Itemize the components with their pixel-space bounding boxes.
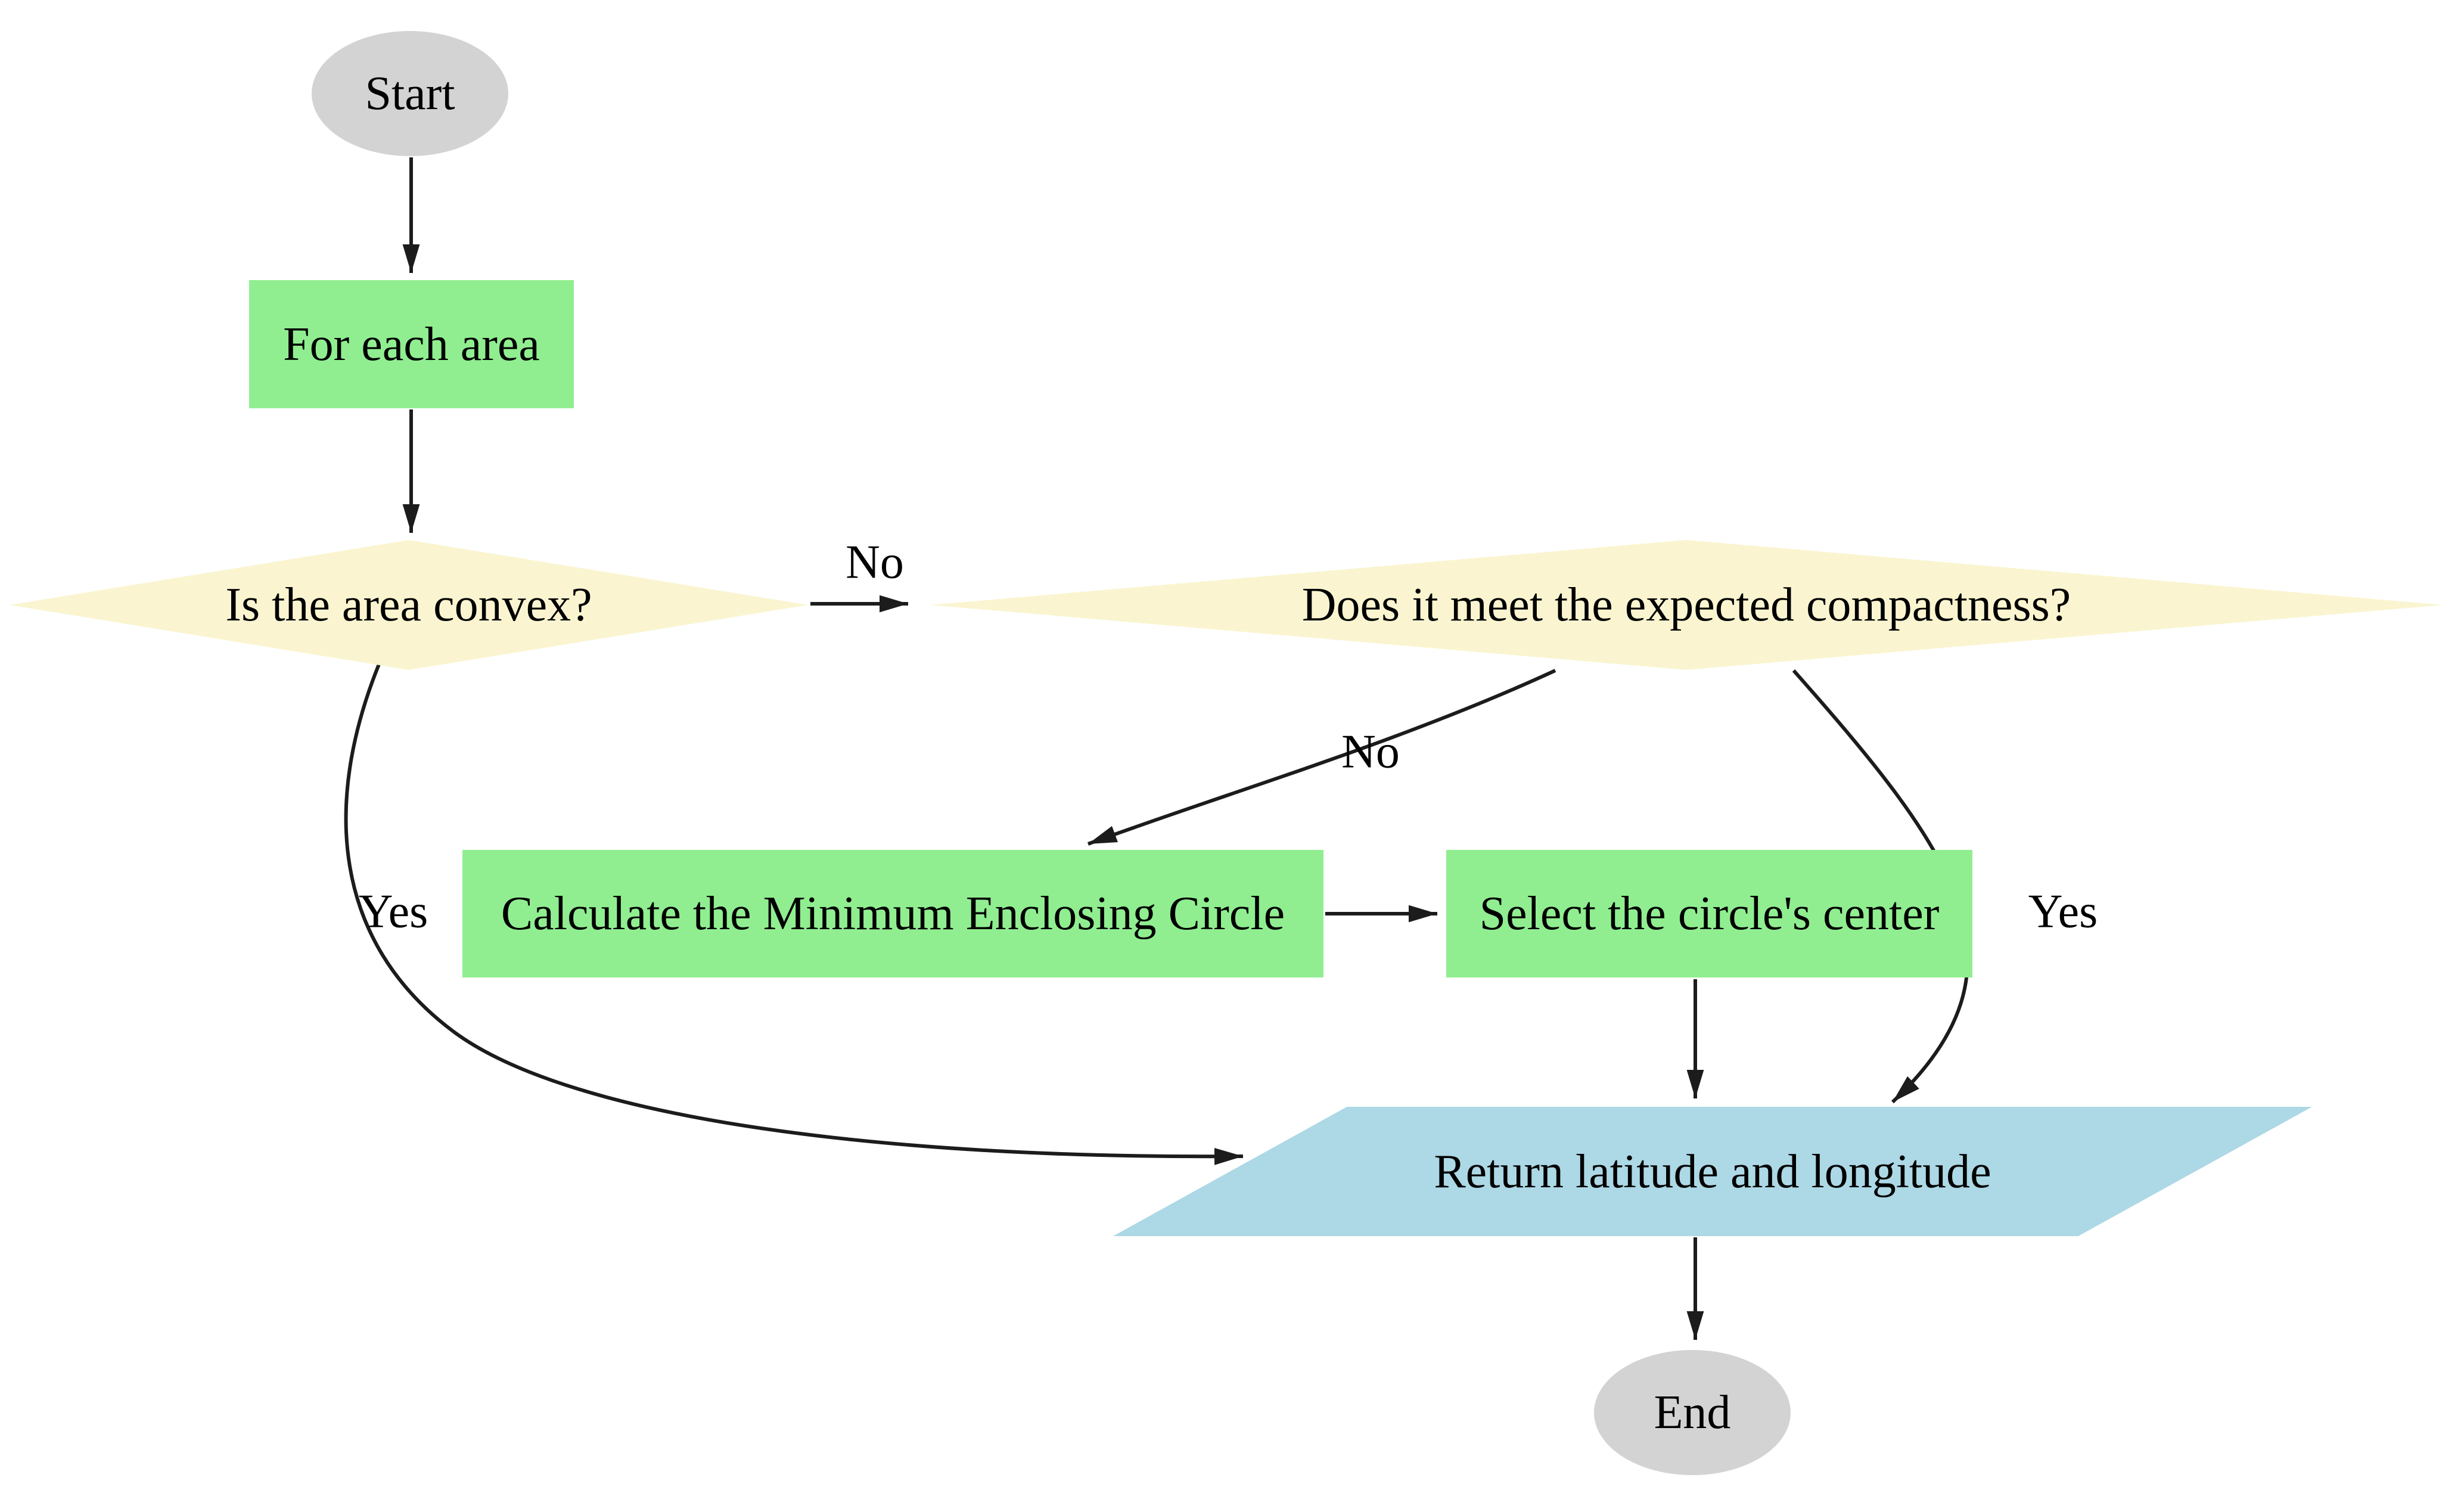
edge-label-convex-no: No — [846, 536, 904, 589]
edge-label-compact-no: No — [1341, 725, 1400, 778]
node-return-latitude-longitude: Return latitude and longitude — [1113, 1107, 2312, 1236]
node-calculate-minimum-enclosing-circle: Calculate the Minimum Enclosing Circle — [462, 850, 1323, 977]
node-for-each-area: For each area — [249, 280, 574, 408]
edge-convex-yes — [344, 662, 1244, 1165]
node-start: Start — [312, 31, 508, 156]
edge-label-convex-yes: Yes — [358, 885, 428, 938]
node-select-circle-center: Select the circle's center — [1446, 850, 1972, 977]
edge-compact-no — [1087, 669, 1556, 846]
edge-label-compact-yes: Yes — [2028, 885, 2098, 938]
node-end: End — [1594, 1350, 1791, 1475]
